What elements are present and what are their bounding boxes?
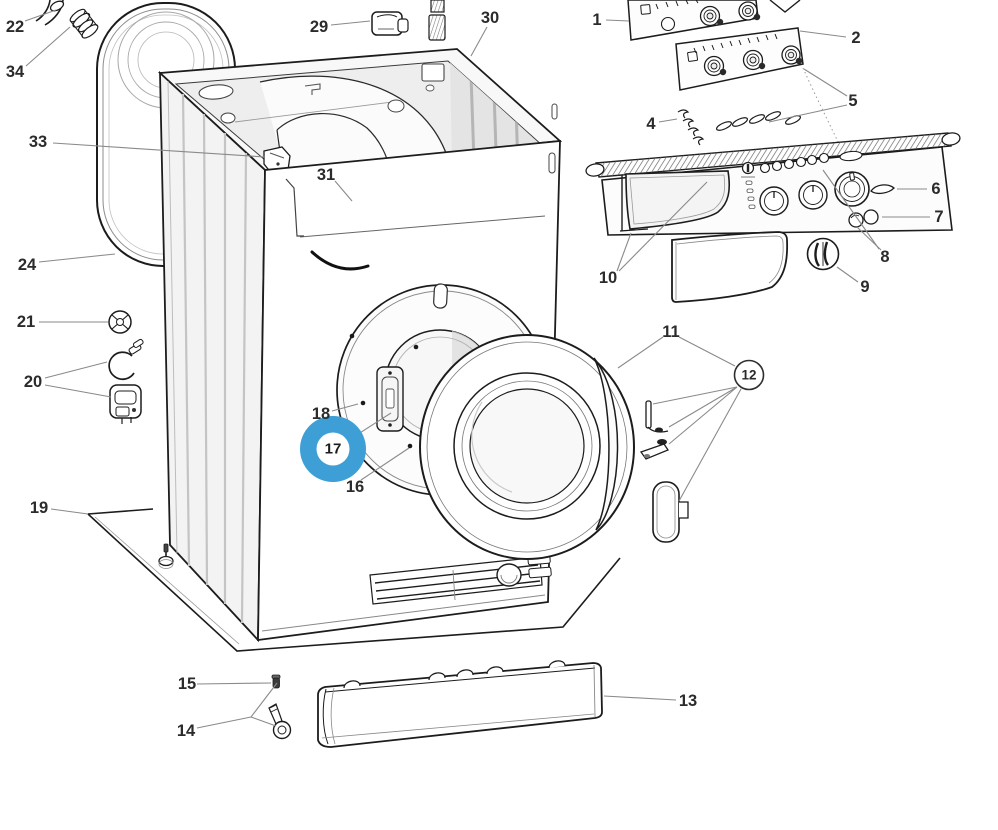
part-label-30[interactable]: 30 xyxy=(481,9,499,27)
part-label-5[interactable]: 5 xyxy=(848,92,857,110)
part-label-11[interactable]: 11 xyxy=(662,323,679,341)
leader-line-33 xyxy=(52,142,266,158)
leader-line-34 xyxy=(25,26,71,67)
leader-line-16 xyxy=(360,447,410,481)
leader-line-14 xyxy=(196,716,252,729)
leader-line-31 xyxy=(334,180,353,202)
part-label-6[interactable]: 6 xyxy=(931,180,940,198)
door-handle-trim xyxy=(593,357,619,531)
leader-line-10 xyxy=(616,232,632,272)
leader-line-8 xyxy=(822,169,880,250)
knob-detached xyxy=(806,237,840,271)
leader-line-20 xyxy=(44,361,108,379)
indicator-lens xyxy=(870,184,895,195)
leader-line-12 xyxy=(678,388,742,502)
pcb-board-1 xyxy=(627,0,801,41)
leader-line-18 xyxy=(331,403,359,412)
leader-line-14 xyxy=(250,716,277,727)
leader-line-5 xyxy=(803,68,848,97)
leader-line-19 xyxy=(50,508,89,515)
control-panel xyxy=(585,132,961,271)
inlet-connector xyxy=(69,8,99,39)
leader-line-14 xyxy=(250,682,278,718)
part-label-21[interactable]: 21 xyxy=(17,313,35,331)
leader-line-29 xyxy=(330,20,371,26)
pcb-board-2 xyxy=(675,27,843,151)
part-label-17[interactable]: 17 xyxy=(325,441,342,458)
knob-timer xyxy=(834,171,870,207)
hose-clamp xyxy=(108,310,132,334)
leader-line-24 xyxy=(38,253,116,263)
knob-middle xyxy=(798,180,828,210)
door-hinge-bracket xyxy=(376,366,404,432)
leader-line-12 xyxy=(652,386,738,405)
leader-line-12 xyxy=(668,386,738,445)
clamp-and-valve xyxy=(108,338,144,424)
part-label-13[interactable]: 13 xyxy=(679,692,697,710)
part-label-14[interactable]: 14 xyxy=(177,722,196,740)
part-label-18[interactable]: 18 xyxy=(312,405,330,423)
part-label-31[interactable]: 31 xyxy=(317,166,335,184)
brand-mark xyxy=(741,161,755,178)
leader-line-22 xyxy=(24,9,57,22)
part-label-8[interactable]: 8 xyxy=(880,248,889,266)
leader-line-10 xyxy=(618,181,708,272)
part-label-9[interactable]: 9 xyxy=(860,278,869,296)
leader-line-4 xyxy=(658,118,678,123)
kick-plate xyxy=(317,660,603,748)
lens-cutout xyxy=(839,150,863,162)
leader-line-12 xyxy=(668,386,738,428)
leader-line-13 xyxy=(603,695,677,701)
leader-line-20 xyxy=(44,384,112,398)
part-label-10[interactable]: 10 xyxy=(599,269,617,287)
door-handle-part xyxy=(652,481,689,543)
led-column xyxy=(745,180,756,209)
cable-clamp xyxy=(371,11,409,36)
drawer-front xyxy=(671,231,789,303)
button-caps xyxy=(848,209,879,228)
contact-springs xyxy=(677,109,705,146)
leader-line-1 xyxy=(605,19,630,22)
screw-14 xyxy=(268,703,292,740)
part-label-7[interactable]: 7 xyxy=(934,208,943,226)
part-label-2[interactable]: 2 xyxy=(851,29,860,47)
drain-hose xyxy=(35,0,65,26)
part-label-33[interactable]: 33 xyxy=(29,133,47,151)
part-label-20[interactable]: 20 xyxy=(24,373,42,391)
leader-line-15 xyxy=(196,682,272,685)
leader-line-5 xyxy=(768,104,848,123)
leader-line-30 xyxy=(470,26,488,57)
part-label-16[interactable]: 16 xyxy=(346,478,364,496)
door-assembly xyxy=(419,334,635,560)
part-label-24[interactable]: 24 xyxy=(18,256,37,274)
leader-line-11 xyxy=(678,336,736,367)
part-label-29[interactable]: 29 xyxy=(310,18,328,36)
part-label-22[interactable]: 22 xyxy=(6,18,24,36)
part-label-1[interactable]: 1 xyxy=(592,11,601,29)
leader-line-9 xyxy=(836,266,859,283)
transport-bolt xyxy=(428,0,446,41)
part-label-15[interactable]: 15 xyxy=(178,675,196,693)
leader-line-11 xyxy=(617,336,664,369)
connector-pins xyxy=(715,111,802,131)
highlight-ring-center xyxy=(316,432,350,466)
hinge-pin-parts xyxy=(639,400,669,460)
label-circle-12 xyxy=(733,359,765,391)
part-label-12[interactable]: 12 xyxy=(741,368,756,383)
part-label-19[interactable]: 19 xyxy=(30,499,48,517)
part-label-4[interactable]: 4 xyxy=(646,115,656,133)
base-plate xyxy=(87,508,621,652)
leader-line-2 xyxy=(799,30,847,38)
leveling-foot xyxy=(158,543,174,569)
button-row xyxy=(759,152,830,174)
part-label-34[interactable]: 34 xyxy=(6,63,25,81)
knob-left xyxy=(759,186,789,216)
